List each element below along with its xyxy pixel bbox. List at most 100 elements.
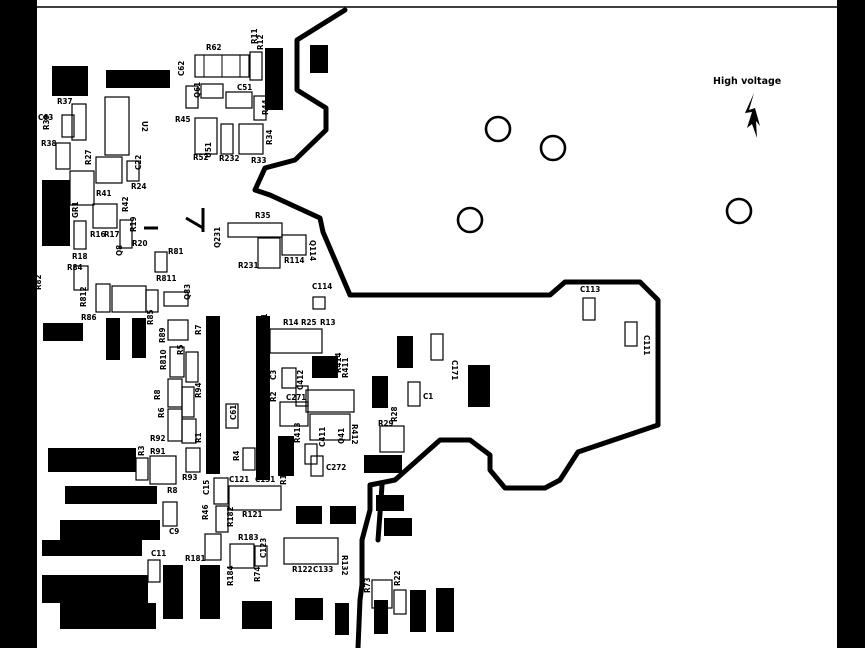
component-label: R19 xyxy=(129,216,138,232)
component-label: R25 xyxy=(301,318,317,327)
component-label: R8 xyxy=(167,486,178,495)
component-label: C15 xyxy=(202,480,211,495)
component-label: R11 xyxy=(250,28,259,44)
component-label: R84 xyxy=(67,263,83,272)
mounting-hole-2 xyxy=(539,134,567,162)
component-label: C272 xyxy=(326,463,346,472)
component-label: C171 xyxy=(450,360,459,380)
component-label: R4 xyxy=(232,450,241,461)
component-label: R232 xyxy=(219,154,240,163)
component-label: R8 xyxy=(153,389,162,400)
mounting-hole-4 xyxy=(725,197,753,225)
component-label: R183 xyxy=(238,533,259,542)
component-label: R17 xyxy=(104,230,120,239)
component-label: R94 xyxy=(194,382,203,398)
component-label: R411 xyxy=(341,357,350,378)
component-label: U51 xyxy=(204,142,213,158)
component-label: R39 xyxy=(42,114,51,130)
component-label: Q8 xyxy=(115,245,124,256)
component-label: R18 xyxy=(72,252,88,261)
component-label: R184 xyxy=(226,565,235,586)
component-label: R86 xyxy=(81,313,97,322)
isolation-trace-mid xyxy=(375,482,385,543)
component-label: C111 xyxy=(642,335,651,355)
component-label: R37 xyxy=(57,97,73,106)
component-label: R22 xyxy=(393,570,402,586)
component-label: R46 xyxy=(201,504,210,520)
component-label: R3 xyxy=(137,445,146,456)
component-label: C123 xyxy=(259,538,268,558)
component-label: R812 xyxy=(79,286,88,307)
component-label: Q61 xyxy=(193,82,202,98)
component-label: R62 xyxy=(206,43,222,52)
component-label: R81 xyxy=(168,247,184,256)
component-label: R85 xyxy=(146,309,155,325)
mounting-hole-3 xyxy=(456,206,484,234)
component-label: R38 xyxy=(41,139,57,148)
component-label: R93 xyxy=(182,473,198,482)
component-label: Q114 xyxy=(308,240,317,261)
component-label: R811 xyxy=(156,274,177,283)
component-label: R92 xyxy=(150,434,166,443)
component-label: R42 xyxy=(121,196,130,212)
component-label: Q231 xyxy=(213,227,222,248)
component-label: R7 xyxy=(194,324,203,335)
component-label: R44 xyxy=(261,99,270,115)
component-label: R21 xyxy=(260,313,269,329)
component-label: C121 xyxy=(229,475,249,484)
component-label: R122 xyxy=(292,565,313,574)
component-label: R20 xyxy=(132,239,148,248)
component-label: R28 xyxy=(390,406,399,422)
component-label: R74 xyxy=(253,566,262,582)
component-label: C61 xyxy=(229,405,238,420)
component-label: R34 xyxy=(265,129,274,145)
component-label: R52 xyxy=(193,153,209,162)
component-label: C3 xyxy=(269,370,278,380)
smd-pads xyxy=(42,45,490,635)
component-label: C22 xyxy=(134,155,143,170)
component-label: C9 xyxy=(169,527,179,536)
component-label: R24 xyxy=(131,182,147,191)
component-label: R89 xyxy=(158,327,167,343)
component-label: C51 xyxy=(237,83,252,92)
component-label: Q41 xyxy=(337,428,346,444)
lightning-bolt-icon xyxy=(745,93,760,138)
component-label: C271 xyxy=(286,393,306,402)
component-label: R33 xyxy=(251,156,267,165)
board-edge-left xyxy=(0,0,37,648)
component-label: U2 xyxy=(140,121,149,132)
component-label: R14 xyxy=(283,318,299,327)
component-label: R82 xyxy=(34,274,43,290)
isolation-trace-lower xyxy=(355,507,373,648)
component-label: R91 xyxy=(150,447,166,456)
component-label: R132 xyxy=(340,555,349,576)
component-label: R1 xyxy=(194,432,203,443)
component-label: C62 xyxy=(177,61,186,76)
component-label: R41 xyxy=(96,189,112,198)
component-label: R16 xyxy=(90,230,106,239)
component-label: R121 xyxy=(242,510,263,519)
component-label: R182 xyxy=(226,506,235,527)
component-label: R13 xyxy=(320,318,336,327)
component-label: R413 xyxy=(293,422,302,443)
isolation-trace-upper xyxy=(252,7,661,513)
component-label: R12 xyxy=(256,34,265,50)
component-label: R2 xyxy=(269,391,278,402)
component-label: R5 xyxy=(176,344,185,355)
board-edge-right xyxy=(837,0,865,648)
component-label: C133 xyxy=(313,565,333,574)
component-label: R6 xyxy=(157,407,166,418)
component-label: C131 xyxy=(255,475,275,484)
component-label: R35 xyxy=(255,211,271,220)
high-voltage-label: High voltage xyxy=(713,76,781,87)
component-label: R29 xyxy=(378,419,394,428)
component-label: C11 xyxy=(151,549,166,558)
component-label: R45 xyxy=(175,115,191,124)
component-label: R414 xyxy=(334,352,343,373)
component-label: R181 xyxy=(185,554,206,563)
component-label: Q83 xyxy=(183,284,192,300)
component-label: R27 xyxy=(84,149,93,165)
